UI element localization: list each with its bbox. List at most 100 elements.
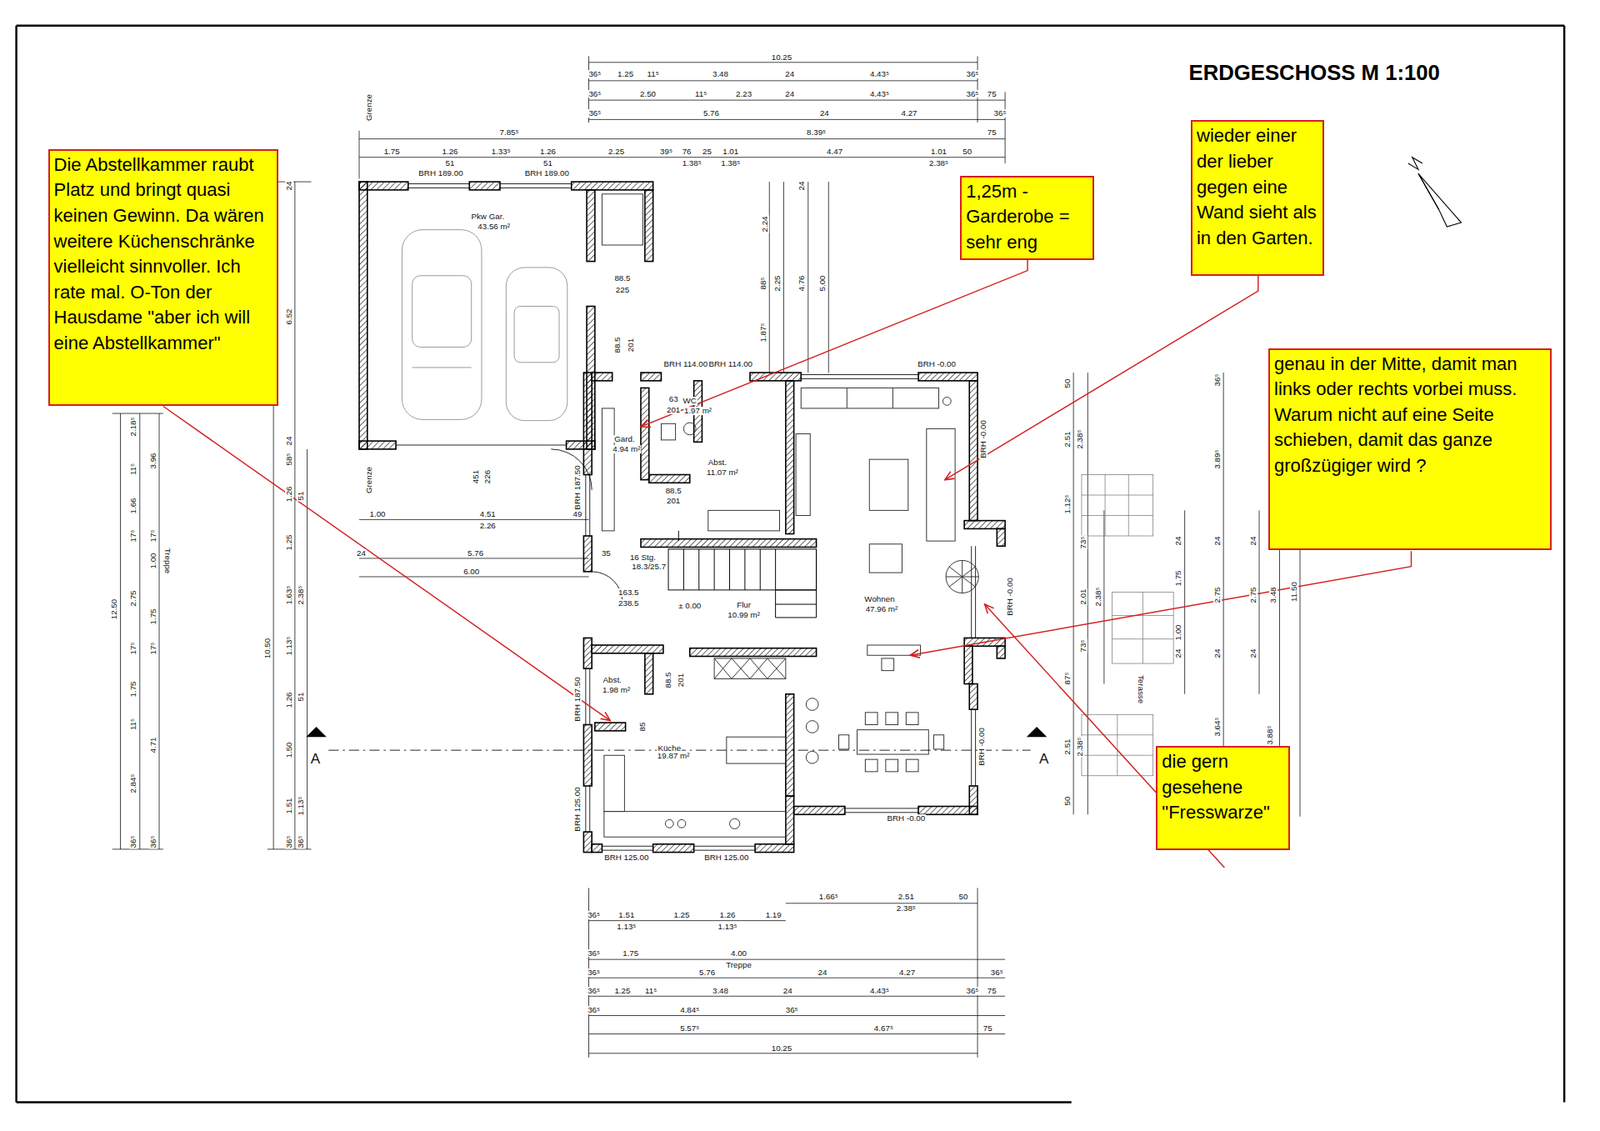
wall [359,440,396,450]
terrace-paving [1116,714,1118,775]
plan-label: 1.51 [285,797,294,815]
plan-label: 1.63⁵ [285,584,294,605]
window-opening [408,183,470,185]
dimension-lines [359,156,1005,158]
dimension-lines [1073,372,1075,815]
plan-label: 4.67⁵ [873,1024,895,1033]
north-arrow [1418,173,1439,210]
terrace-paving [1081,515,1154,516]
plan-label: 201 [665,405,681,415]
dimension-lines [785,902,978,904]
dimension-lines [977,887,979,1057]
plan-label: BRH 189.00 [524,169,570,178]
plan-label: 4.43⁵ [869,70,890,79]
plan-label: 3.48 [711,70,730,79]
plan-label: 5.76 [698,968,716,977]
plan-label: A [1038,751,1050,766]
plan-label: 3.48 [1269,585,1278,604]
furniture [846,387,848,408]
plan-label: 1.00 [149,552,158,570]
plan-label: 1.13⁵ [296,795,305,817]
dimension-lines [1005,91,1006,164]
plan-label: 36⁵ [586,910,601,920]
furniture [942,396,951,405]
plan-label: 2.38⁵ [928,159,950,168]
wall [785,694,795,796]
plan-label: 1.50 [285,740,294,759]
plan-label: 24 [355,549,367,558]
plan-label: 1.00 [1174,624,1183,642]
plan-label: A [310,751,321,766]
plan-label: 11⁵ [694,90,708,99]
wall [964,645,973,684]
furniture [885,759,899,772]
plan-label: 17⁵ [130,640,139,655]
plan-label: 1.66 [130,497,139,515]
wall [583,831,592,852]
furniture [885,712,899,725]
plan-label: Pkw Gar. [470,212,505,221]
furniture [933,735,944,750]
car-symbol [514,305,560,362]
sheet-frame [16,1100,1072,1103]
plan-label: Gard. [613,435,635,444]
wall [591,372,612,381]
plan-label: 36⁵ [587,109,602,118]
plan-label: 39⁵ [659,148,674,157]
wall [640,372,661,381]
plan-label: 1.87⁵ [759,322,768,344]
plan-label: BRH -0.00 [886,814,927,823]
plan-label: 11⁵ [130,717,139,731]
plan-label: 1.75 [1174,570,1183,588]
staircase [678,530,680,541]
callout-text: 1,25m - Garderobe = sehr eng [965,179,1088,256]
plan-label: 2.75 [130,589,139,607]
plan-label: 4.71 [149,735,158,754]
plan-label: BRH -0.00 [1005,576,1015,617]
plan-label: 50 [1063,378,1072,390]
plan-label: 201 [665,496,681,505]
plan-label: 35 [600,549,612,558]
furniture [881,658,895,671]
plan-label: 88.5 [664,670,673,689]
window-opening [589,785,590,832]
staircase [775,604,817,605]
plan-label: 1.33⁵ [490,148,512,157]
staircase [668,530,817,618]
plan-label: 1.25 [613,986,631,995]
plan-label: Küche [656,744,682,753]
plan-label: 36⁵ [993,109,1008,118]
dimension-lines [294,181,295,850]
plan-label: 4.76 [798,275,807,293]
plan-label: 8.39⁵ [805,128,827,137]
plan-label: 2.24 [760,215,770,234]
plan-label: 1.66⁵ [818,892,840,901]
window-opening [845,807,919,809]
wall [359,181,1005,852]
dimension-lines [589,61,979,63]
leader-line [640,253,1028,427]
plan-label: 88.5 [613,274,631,283]
plan-label: 24 [285,180,294,191]
plan-label: 25 [701,148,713,157]
plan-label: 3.64⁵ [1213,715,1222,737]
dimension-lines [359,130,360,180]
plan-label: 1.75 [130,680,139,698]
furniture [839,735,850,750]
plan-label: 58⁵ [285,452,294,467]
callout-text: Die Abstellkammer raubt Platz und bringt… [54,152,274,357]
window-opening [408,187,470,189]
callout-box: Die Abstellkammer raubt Platz und bringt… [48,149,280,407]
plan-label: 1.01 [721,148,740,157]
plan-label: 4.00 [730,949,748,958]
plan-label: 36⁵ [587,90,602,99]
plan-label: 50 [1063,795,1072,807]
dimension-lines [112,848,164,850]
plan-label: 1.01 [930,148,948,157]
leader-line [945,275,1259,480]
plan-label: Abst. [602,675,623,685]
plan-label: 2.38⁵ [296,584,305,605]
plan-label: 2.18⁵ [130,415,139,437]
wall [640,539,817,548]
plan-label: 51 [296,691,305,703]
